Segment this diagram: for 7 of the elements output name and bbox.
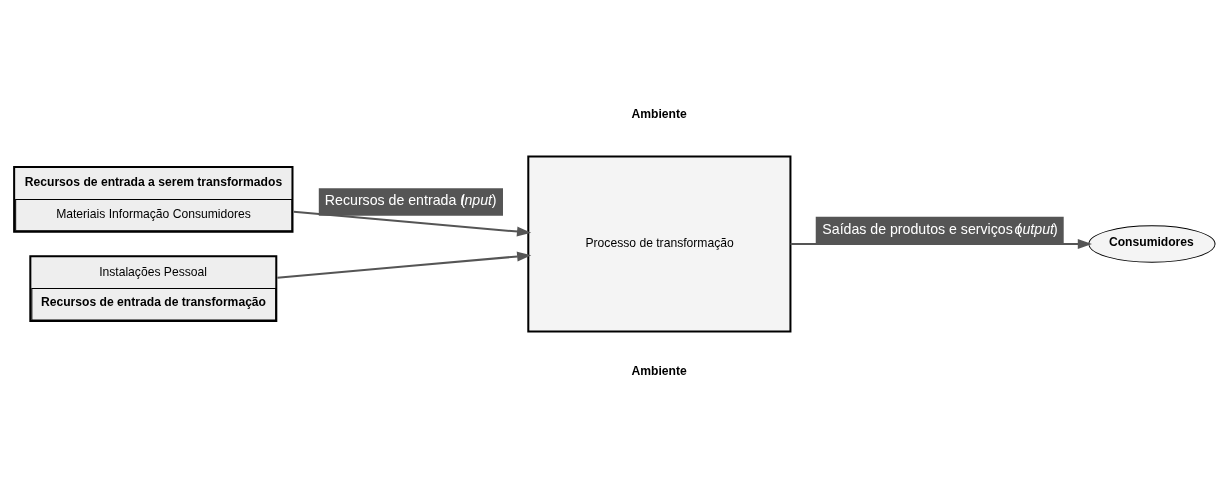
- arrow: [790, 239, 1092, 249]
- arrow: [277, 251, 532, 279]
- node-box: Processo de transformação: [527, 155, 792, 333]
- label: Ambiente: [631, 363, 687, 378]
- arrow: [293, 210, 532, 237]
- label: Ambiente: [631, 106, 687, 121]
- node-ellipse: Consumidores: [1088, 225, 1216, 263]
